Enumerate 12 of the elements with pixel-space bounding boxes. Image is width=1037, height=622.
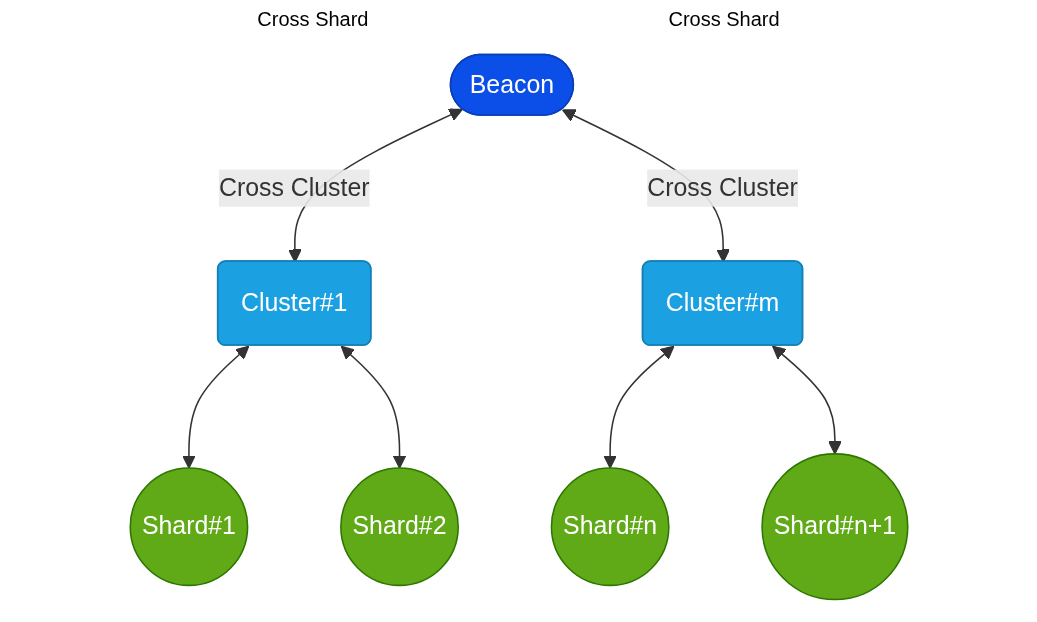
arrow <box>771 345 842 454</box>
node-circle: Shard#n+1 <box>760 452 909 600</box>
arrow <box>181 345 249 469</box>
arrow <box>602 345 674 469</box>
note-text: Cross Shard <box>668 8 780 31</box>
note-text: Cross Shard <box>257 8 369 31</box>
edge-label: Cross Cluster <box>646 173 798 201</box>
node-circle: Shard#2 <box>339 466 459 586</box>
arrow <box>340 345 406 469</box>
edge-label: Cross Cluster <box>218 173 370 201</box>
node-circle: Shard#n <box>550 466 670 586</box>
node-circle: Shard#1 <box>128 466 248 586</box>
